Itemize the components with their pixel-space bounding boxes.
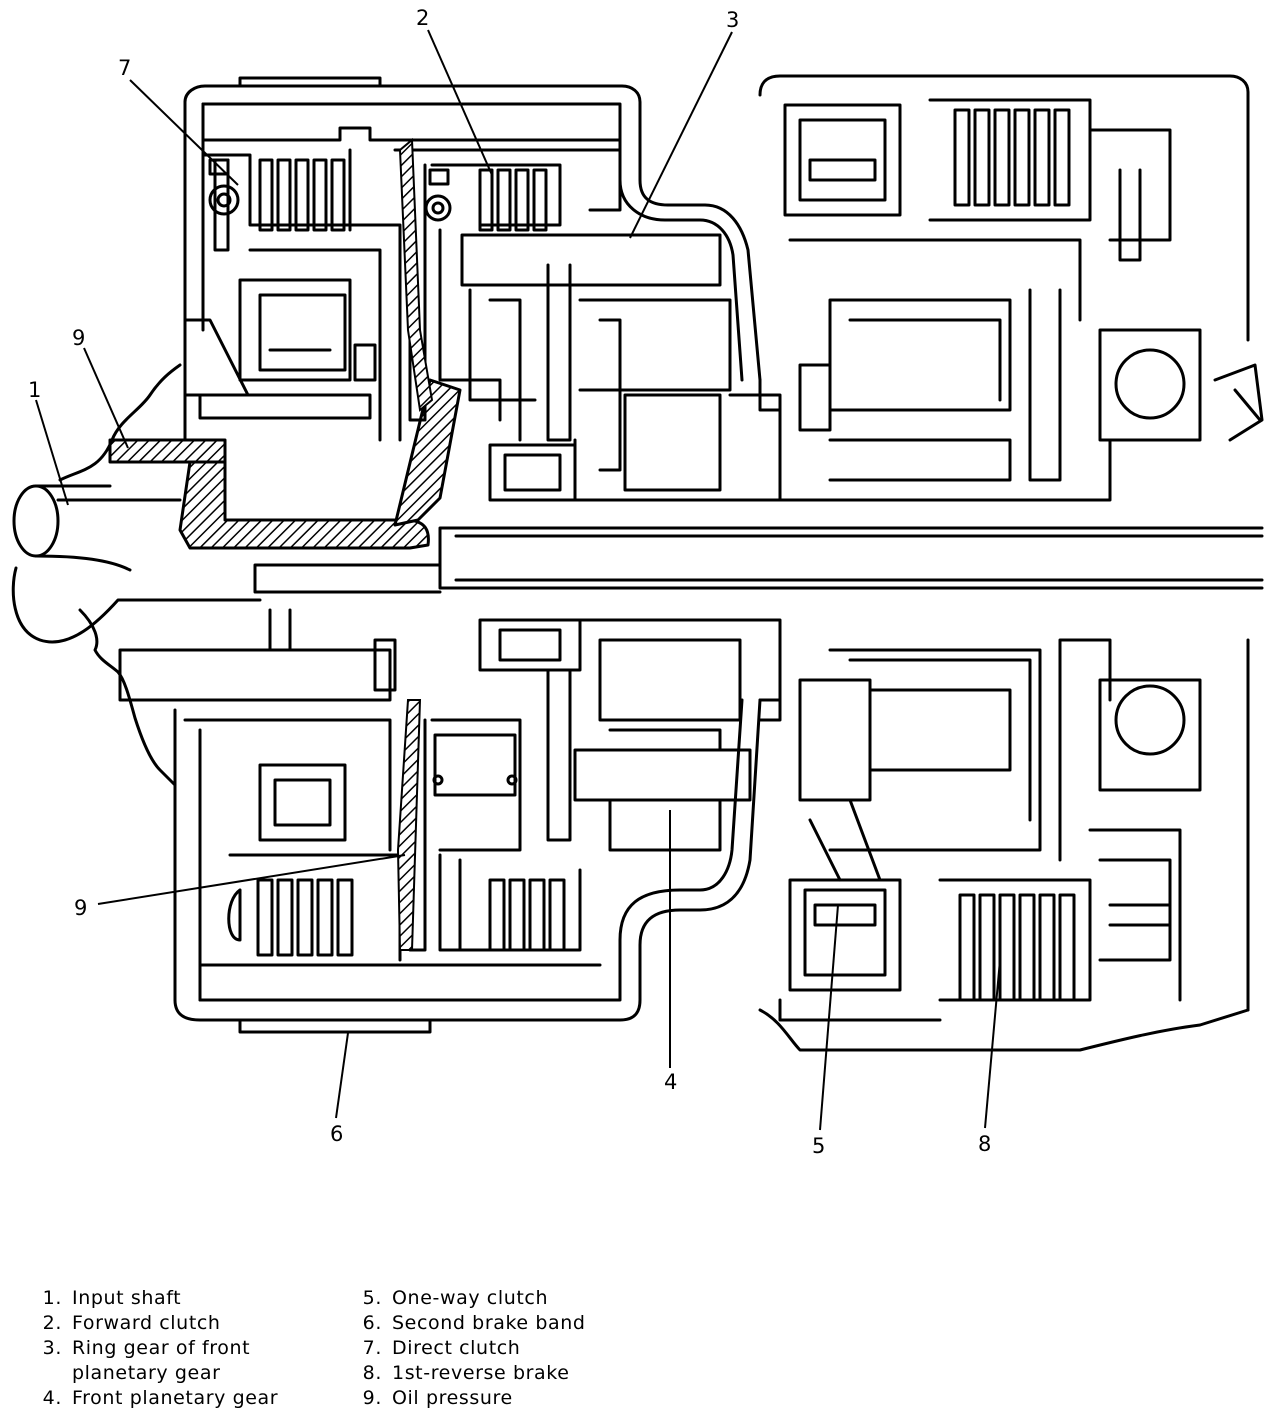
input-shaft xyxy=(11,484,262,644)
legend-item-number: 2. xyxy=(42,1312,62,1334)
leader-1 xyxy=(35,399,69,506)
legend-item-label: One-way clutch xyxy=(392,1287,549,1309)
leader-7 xyxy=(129,79,239,186)
front-planetary-upper xyxy=(488,263,782,502)
legend-item-number: 3. xyxy=(42,1337,62,1359)
lower-oil-passage-hatched xyxy=(396,699,422,951)
legend-item-number: 4. xyxy=(42,1387,62,1409)
leader-5 xyxy=(819,904,839,1131)
shaft-center-gap xyxy=(253,563,442,594)
rear-section-lower xyxy=(758,638,1250,1052)
callout-5: 5 xyxy=(812,1134,826,1158)
leader-8 xyxy=(984,959,1001,1129)
callout-9-upper: 9 xyxy=(72,326,86,350)
input-hub-hatched xyxy=(108,438,227,464)
legend-item-label: Forward clutch xyxy=(72,1312,221,1334)
legend-item-label: 1st-reverse brake xyxy=(392,1362,570,1384)
main-shaft xyxy=(438,526,1264,590)
legend-item-label: Front planetary gear xyxy=(72,1387,279,1409)
leader-9b xyxy=(97,854,406,905)
legend-item-label: Input shaft xyxy=(72,1287,182,1309)
direct-clutch-plates xyxy=(208,148,352,232)
legend-item-number: 6. xyxy=(362,1312,382,1334)
legend-right-column: 5. One-way clutch 6. Second brake band 7. D… xyxy=(352,1286,586,1411)
legend-item-label: Second brake band xyxy=(392,1312,586,1334)
callout-7: 7 xyxy=(118,56,132,80)
legend-item-4: 4. Front planetary gear xyxy=(32,1386,278,1411)
rear-section-upper xyxy=(758,74,1264,502)
leader-9a xyxy=(83,347,129,449)
legend-item-number: 8. xyxy=(362,1362,382,1384)
legend-item-2: 2. Forward clutch xyxy=(32,1311,278,1336)
housing-break-lower xyxy=(78,608,177,787)
legend-item-3-continued: planetary gear xyxy=(32,1361,278,1386)
front-planetary-lower xyxy=(546,618,782,852)
callout-6: 6 xyxy=(330,1122,344,1146)
leader-3 xyxy=(629,31,733,239)
legend-item-9: 9. Oil pressure xyxy=(352,1386,586,1411)
leader-2 xyxy=(427,29,493,176)
legend-item-1: 1. Input shaft xyxy=(32,1286,278,1311)
legend-left-column: 1. Input shaft 2. Forward clutch 3. Ring ge… xyxy=(32,1286,278,1411)
callout-2: 2 xyxy=(416,6,430,30)
legend-item-label: Oil pressure xyxy=(392,1387,513,1409)
callout-8: 8 xyxy=(978,1132,992,1156)
legend-item-number xyxy=(32,1361,62,1386)
leader-6 xyxy=(335,1032,349,1119)
one-way-clutch xyxy=(788,798,902,992)
direct-clutch-housing xyxy=(183,76,762,442)
callout-9-lower: 9 xyxy=(74,896,88,920)
legend-item-number: 5. xyxy=(362,1287,382,1309)
legend-item-label: planetary gear xyxy=(72,1362,221,1384)
legend-item-3: 3. Ring gear of front xyxy=(32,1336,278,1361)
lower-forward-clutch xyxy=(408,618,582,952)
legend-item-7: 7. Direct clutch xyxy=(352,1336,586,1361)
legend-item-label: Ring gear of front xyxy=(72,1337,251,1359)
legend-item-number: 9. xyxy=(362,1387,382,1409)
callout-3: 3 xyxy=(726,8,740,32)
callout-1: 1 xyxy=(28,378,42,402)
legend-item-8: 8. 1st-reverse brake xyxy=(352,1361,586,1386)
legend-item-number: 1. xyxy=(42,1287,62,1309)
transmission-cross-section-diagram xyxy=(11,29,1264,1131)
legend-item-number: 7. xyxy=(362,1337,382,1359)
legend-item-6: 6. Second brake band xyxy=(352,1311,586,1336)
legend-item-label: Direct clutch xyxy=(392,1337,521,1359)
housing-break-upper xyxy=(58,363,182,482)
legend-item-5: 5. One-way clutch xyxy=(352,1286,586,1311)
second-brake-housing xyxy=(118,608,762,1034)
callout-4: 4 xyxy=(664,1070,678,1094)
